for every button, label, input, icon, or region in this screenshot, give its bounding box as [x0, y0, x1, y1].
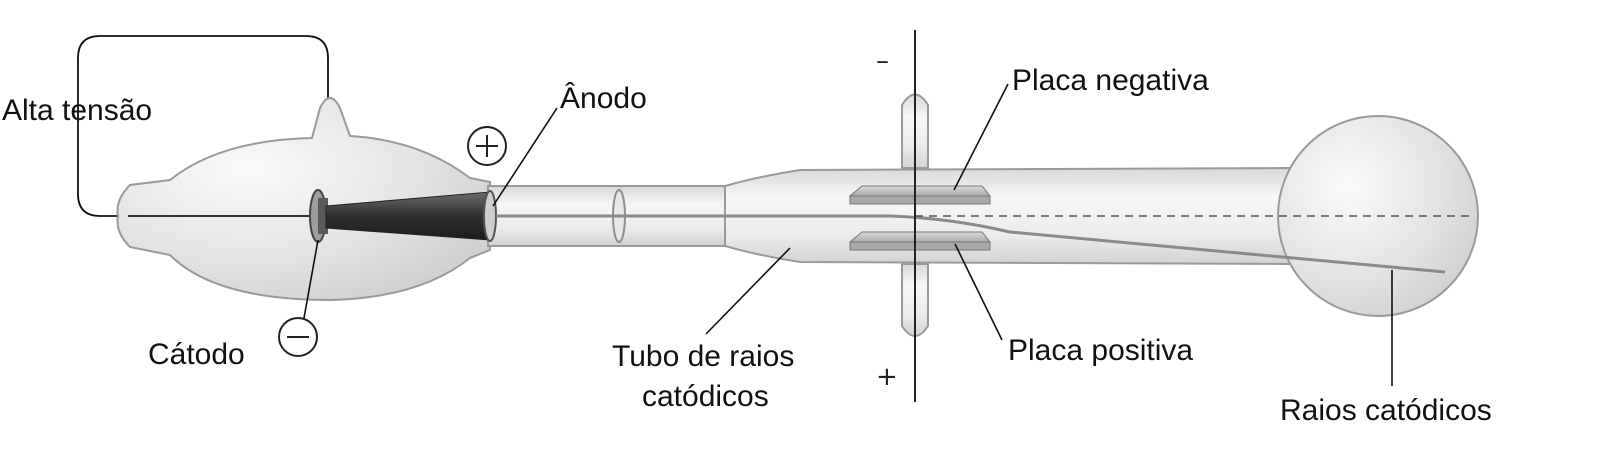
label-positive-plate: Placa positiva — [1008, 334, 1194, 367]
plate-plus-sign: + — [876, 362, 898, 392]
plate-minus-sign: – — [876, 46, 889, 76]
label-tube-line2: catódicos — [642, 380, 769, 413]
left-bulb — [116, 97, 491, 302]
cathode-minus-icon — [278, 317, 318, 357]
label-tube-line1: Tubo de raios — [612, 340, 795, 373]
negative-plate-edge — [849, 195, 991, 205]
label-high-voltage: Alta tensão — [2, 94, 153, 127]
cathode-leader — [303, 239, 319, 319]
positive-plate-leader — [954, 243, 1003, 341]
label-anode: Ânodo — [560, 82, 647, 115]
label-cathode: Cátodo — [148, 338, 245, 371]
tube-leader — [705, 247, 791, 335]
positive-plate — [848, 231, 992, 243]
cathode-cap — [318, 198, 328, 234]
anode-plus-icon — [467, 126, 507, 166]
label-negative-plate: Placa negativa — [1012, 64, 1209, 97]
beam-deflected — [889, 214, 1446, 274]
anode-ring — [483, 190, 497, 242]
anode-leader — [492, 107, 558, 207]
negative-plate — [848, 185, 992, 197]
positive-plate-edge — [849, 241, 991, 251]
negative-plate-leader — [953, 83, 1009, 191]
label-cathode-rays: Raios catódicos — [1280, 394, 1492, 427]
